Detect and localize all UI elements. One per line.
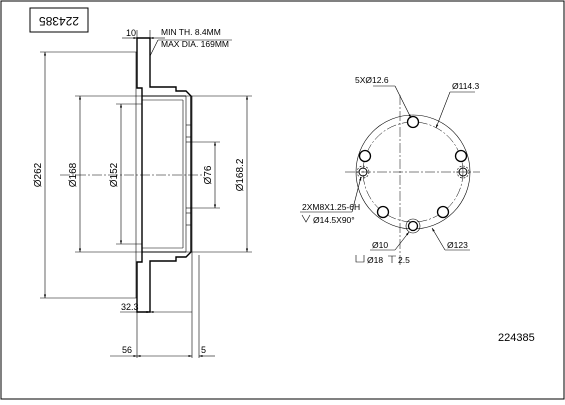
leader-123 <box>431 227 446 251</box>
dim-label-76: Ø76 <box>203 165 214 184</box>
front-view: 5XØ12.6 Ø114.3 2XM8X1.25-6H Ø14.5X90° Ø1… <box>300 75 480 265</box>
counterbore-symbol <box>355 255 365 263</box>
label-cb-depth: 2.5 <box>398 255 410 265</box>
dim-label-1682: Ø168.2 <box>235 158 246 191</box>
dim-label-323: 32.3 <box>121 302 139 312</box>
threaded-hole <box>458 167 468 177</box>
label-123: Ø123 <box>447 240 468 250</box>
leader-dia10 <box>394 231 410 251</box>
depth-symbol <box>388 255 396 263</box>
locating-hole <box>407 220 419 232</box>
note-leader <box>149 39 159 57</box>
part-number-stamp-text: 224385 <box>39 14 79 28</box>
bolt-hole <box>406 115 420 129</box>
note-min-thickness: MIN TH. 8.4MM <box>161 27 221 37</box>
threaded-hole <box>358 167 368 177</box>
bolt-hole <box>454 149 468 163</box>
part-number-stamp: 224385 <box>29 7 89 33</box>
dim-label-152: Ø152 <box>109 162 120 187</box>
bolt-hole <box>358 149 372 163</box>
label-5x126: 5XØ12.6 <box>355 75 389 85</box>
dim-label-thickness: 10 <box>126 28 136 38</box>
bolt-hole <box>436 205 450 219</box>
leader-1143 <box>435 91 451 129</box>
label-thread: 2XM8X1.25-6H <box>302 202 360 212</box>
countersink-symbol <box>301 214 311 223</box>
leader-thread <box>351 176 362 213</box>
label-countersink: Ø14.5X90° <box>313 215 355 225</box>
side-section-view: Ø262 Ø168 Ø152 Ø76 Ø168.2 10 MIN TH. 8.4… <box>33 27 252 358</box>
label-counterbore: Ø18 <box>367 255 383 265</box>
note-max-diameter: MAX DIA. 169MM <box>161 39 229 49</box>
label-1143: Ø114.3 <box>452 81 480 91</box>
dim-label-56: 56 <box>122 345 132 355</box>
pcd-circle <box>362 121 464 223</box>
disc-outline <box>136 37 192 313</box>
dim-label-168: Ø168 <box>68 162 79 187</box>
leader-5x126 <box>394 85 412 119</box>
dim-label-262: Ø262 <box>33 162 44 187</box>
label-dia10: Ø10 <box>372 240 388 250</box>
bolt-hole <box>376 205 390 219</box>
dim-label-5: 5 <box>201 345 206 355</box>
part-number-label: 224385 <box>498 332 535 344</box>
